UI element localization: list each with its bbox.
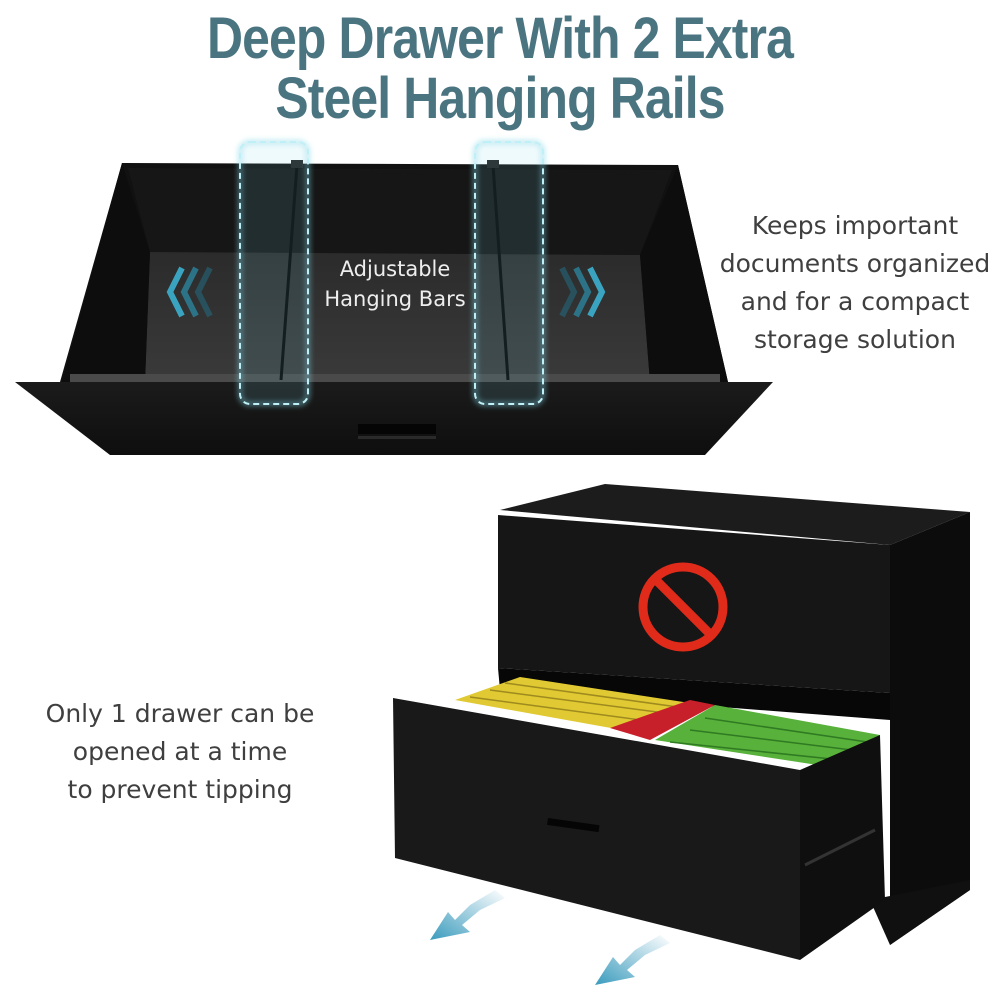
pull-out-arrow-icon [430,890,670,985]
feature-caption-anti-tip: Only 1 drawer can be opened at a time to… [25,695,335,809]
drawer-label-line-1: Adjustable [339,257,451,281]
caption-line-2: opened at a time [72,737,288,766]
caption-line-1: Keeps important [751,211,959,240]
drawer-callout-label: Adjustable Hanging Bars [300,254,490,314]
caption-line-4: storage solution [754,325,956,354]
drawer-label-line-2: Hanging Bars [324,287,466,311]
headline-line-2: Steel Hanging Rails [275,66,725,131]
caption-line-3: and for a compact [740,287,970,316]
prohibited-icon [638,562,728,652]
cabinet-illustration [393,484,970,960]
chevron-left-triple-icon [166,266,213,318]
caption-line-1: Only 1 drawer can be [45,699,315,728]
caption-line-2: documents organized [719,249,991,278]
highlight-box-right [472,139,546,407]
chevron-right-triple-icon [559,266,606,318]
highlight-box-left [237,139,311,407]
caption-line-3: to prevent tipping [67,775,293,804]
feature-caption-organized: Keeps important documents organized and … [705,207,1000,359]
headline-line-1: Deep Drawer With 2 Extra [207,6,794,71]
